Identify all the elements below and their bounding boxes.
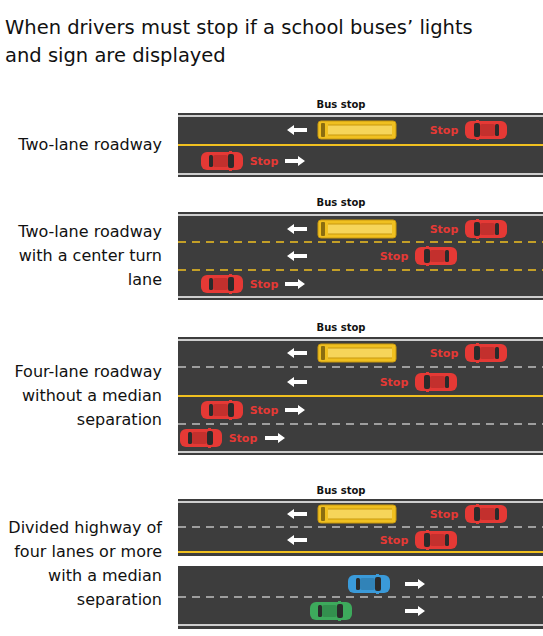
bus-stop-label: Bus stop (317, 485, 366, 496)
stop-label: Stop (380, 534, 409, 547)
stop-label: Stop (380, 250, 409, 263)
stop-label: Stop (430, 508, 459, 521)
road-type-label: Divided highway of four lanes or more wi… (2, 516, 162, 612)
stop-label: Stop (430, 347, 459, 360)
bus-stop-label: Bus stop (317, 322, 366, 333)
road-type-label: Two-lane roadway (2, 133, 162, 157)
road-band: Divided highway of four lanes or more wi… (178, 499, 543, 629)
stop-label: Stop (380, 376, 409, 389)
bus-stop-label: Bus stop (317, 99, 366, 110)
bus-stop-label: Bus stop (317, 197, 366, 208)
road-type-label: Four-lane roadway without a median separ… (2, 360, 162, 432)
stop-label: Stop (430, 223, 459, 236)
stop-label: Stop (250, 278, 279, 291)
stop-label: Stop (250, 155, 279, 168)
stop-label: Stop (430, 124, 459, 137)
diagram-title: When drivers must stop if a school buses… (5, 14, 505, 70)
stop-label: Stop (250, 404, 279, 417)
road-type-label: Two-lane roadway with a center turn lane (2, 220, 162, 292)
road-band: Four-lane roadway without a median separ… (178, 337, 543, 455)
road-band: Two-lane roadwayBus stopStopStop (178, 113, 543, 177)
road-band: Two-lane roadway with a center turn lane… (178, 212, 543, 300)
stop-label: Stop (229, 432, 258, 445)
